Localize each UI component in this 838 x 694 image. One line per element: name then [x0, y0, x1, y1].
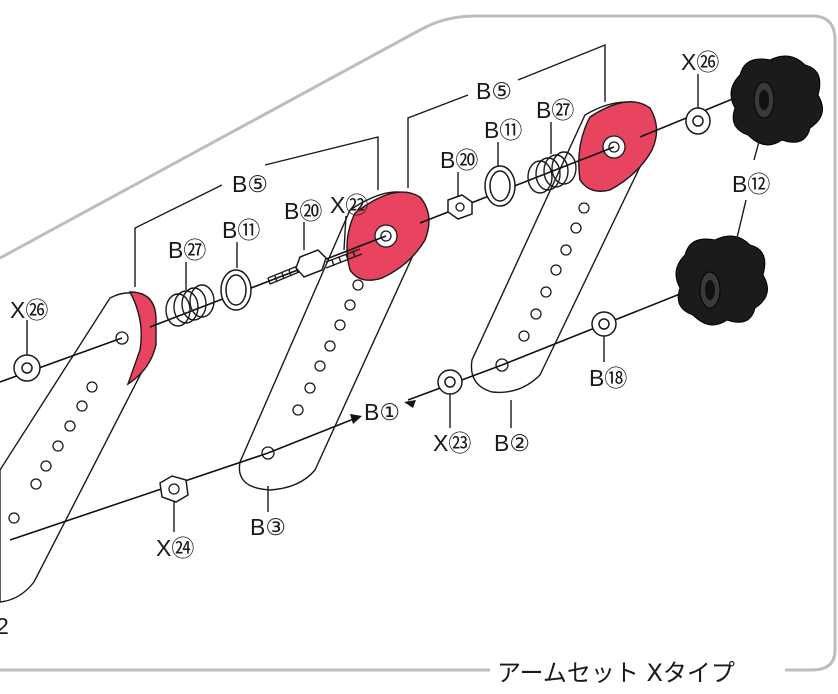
label-b20-left: B⑳ [284, 198, 322, 224]
washer-x26-left [13, 354, 41, 382]
washer-x23 [437, 369, 463, 395]
spring-b27-right [527, 151, 577, 194]
washer-b18 [591, 311, 617, 337]
label-b2: B② [494, 430, 530, 456]
nut-b20-right [447, 194, 473, 220]
label-b18: B⑱ [589, 365, 627, 391]
spring-b27-left [165, 284, 215, 327]
knob-lower [675, 235, 768, 326]
label-b20-right: B⑳ [440, 147, 478, 173]
label-x22: X㉒ [330, 192, 368, 218]
arm-plate-middle [238, 191, 430, 491]
arrowhead-b1-left [404, 400, 416, 408]
label-b27-right: B㉗ [536, 97, 574, 123]
label-b11-right: B⑪ [484, 117, 522, 143]
leader-b12-upper [753, 137, 761, 161]
label-b27-left: B㉗ [168, 237, 206, 263]
bolt-b20-x22 [267, 248, 363, 285]
label-b3: B③ [250, 514, 286, 540]
label-b5-left: B⑤ [232, 171, 268, 197]
label-b1: B① [364, 399, 400, 425]
diagram-title: アームセット Xタイプ [497, 659, 735, 687]
arm-plate-left [0, 291, 157, 603]
arrowhead-b1-right [350, 414, 362, 424]
ring-b11-right [484, 165, 516, 207]
knob-upper [730, 55, 823, 146]
label-b11-left: B⑪ [222, 217, 260, 243]
leader-x22 [343, 215, 347, 251]
label-x23: X㉓ [433, 430, 471, 456]
bracket-b5-right [407, 43, 606, 188]
washer-x26-right [685, 107, 711, 135]
label-b5-right: B⑤ [476, 78, 512, 104]
nut-x24 [159, 475, 189, 503]
diagram-frame [0, 14, 837, 672]
axis-arrow-b1 [267, 417, 357, 454]
ring-b11-left [220, 269, 252, 311]
axis-lower-left [9, 452, 269, 541]
label-x26-left: X㉖ [10, 297, 48, 323]
leader-b12 [736, 199, 747, 239]
label-partial-bottom-left: 2 [0, 613, 9, 639]
label-b12: B⑫ [732, 171, 770, 197]
bracket-b5-left [134, 136, 379, 287]
label-x26-right: X㉖ [681, 49, 719, 75]
arm-plate-right [470, 101, 658, 394]
label-x24: X㉔ [156, 535, 194, 561]
